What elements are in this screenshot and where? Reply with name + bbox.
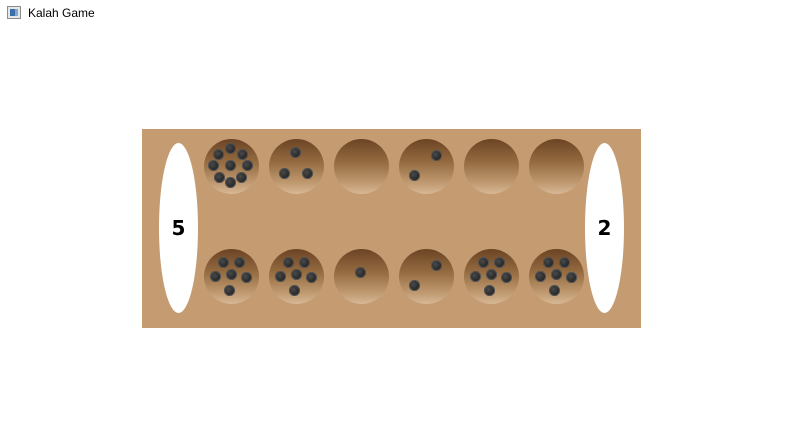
pit-bottom-5[interactable] (464, 249, 519, 304)
stone (214, 172, 225, 183)
stone (478, 257, 489, 268)
stone (218, 257, 229, 268)
pit-top-4[interactable] (399, 139, 454, 194)
pit-top-5[interactable] (464, 139, 519, 194)
store-left: 5 (159, 143, 198, 313)
stone (289, 285, 300, 296)
stone (225, 160, 236, 171)
store-right-count: 2 (597, 216, 612, 240)
stone (409, 280, 420, 291)
stone (237, 149, 248, 160)
window-title: Kalah Game (28, 6, 95, 20)
stone (213, 149, 224, 160)
store-left-count: 5 (171, 216, 186, 240)
stone (225, 143, 236, 154)
stone (242, 160, 253, 171)
stone (306, 272, 317, 283)
stone (291, 269, 302, 280)
pit-top-1[interactable] (204, 139, 259, 194)
stone (431, 150, 442, 161)
app-icon (7, 6, 21, 19)
pit-bottom-3[interactable] (334, 249, 389, 304)
stone (224, 285, 235, 296)
stone (302, 168, 313, 179)
title-bar: Kalah Game (0, 0, 801, 28)
stone (208, 160, 219, 171)
pit-bottom-4[interactable] (399, 249, 454, 304)
kalah-board: 5 2 (142, 129, 641, 328)
stone (501, 272, 512, 283)
stone (226, 269, 237, 280)
stone (486, 269, 497, 280)
store-right: 2 (585, 143, 624, 313)
stone (236, 172, 247, 183)
stone (470, 271, 481, 282)
stone (409, 170, 420, 181)
stone (494, 257, 505, 268)
stone (535, 271, 546, 282)
stone (543, 257, 554, 268)
pit-bottom-6[interactable] (529, 249, 584, 304)
stone (275, 271, 286, 282)
stone (549, 285, 560, 296)
stone (210, 271, 221, 282)
pit-bottom-2[interactable] (269, 249, 324, 304)
stone (551, 269, 562, 280)
pit-bottom-1[interactable] (204, 249, 259, 304)
stone (431, 260, 442, 271)
pit-top-2[interactable] (269, 139, 324, 194)
pit-top-6[interactable] (529, 139, 584, 194)
stone (234, 257, 245, 268)
stone (299, 257, 310, 268)
stone (241, 272, 252, 283)
stone (566, 272, 577, 283)
pit-top-3[interactable] (334, 139, 389, 194)
stone (283, 257, 294, 268)
stone (484, 285, 495, 296)
stone (279, 168, 290, 179)
stone (290, 147, 301, 158)
stone (559, 257, 570, 268)
stone (355, 267, 366, 278)
stone (225, 177, 236, 188)
